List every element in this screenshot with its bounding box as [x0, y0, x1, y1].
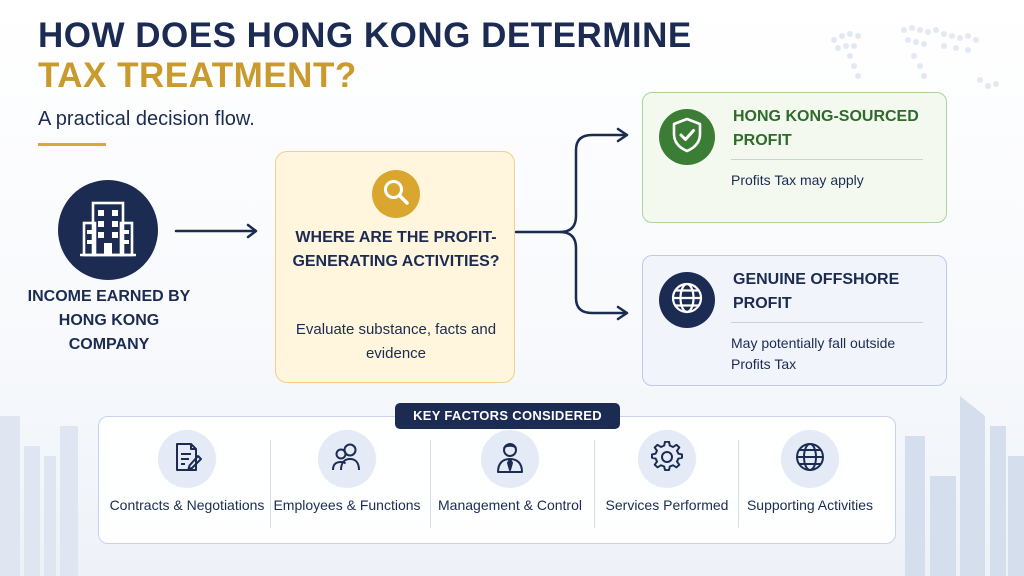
- factor-label: Employees & Functions: [273, 497, 421, 513]
- key-factors-heading: KEY FACTORS CONSIDERED: [395, 403, 620, 429]
- outcome-hk-sourced: HONG KONG-SOURCED PROFIT Profits Tax may…: [642, 92, 947, 223]
- outcome-title: GENUINE OFFSHORE PROFIT: [733, 271, 900, 312]
- factor-separator: [270, 440, 271, 528]
- contract-pen-icon: [171, 441, 203, 478]
- factor-separator: [594, 440, 595, 528]
- outcome-description: Profits Tax may apply: [731, 172, 864, 188]
- manager-icon: [494, 440, 526, 479]
- people-icon: [330, 441, 364, 478]
- world-map-decoration: [831, 25, 999, 89]
- decision-question: WHERE ARE THE PROFIT-GENERATING ACTIVITI…: [292, 229, 500, 270]
- page-subtitle: A practical decision flow.: [38, 108, 255, 130]
- factor-label: Management & Control: [438, 497, 582, 513]
- factor-services: Services Performed: [587, 430, 747, 515]
- factor-icon-badge: [481, 430, 539, 488]
- branch-trunk: [514, 133, 626, 234]
- arrowhead-bottom: [616, 305, 629, 321]
- factor-label: Contracts & Negotiations: [109, 497, 265, 513]
- factor-management: Management & Control: [430, 430, 590, 515]
- outcome-title: HONG KONG-SOURCED PROFIT: [733, 108, 919, 149]
- factor-supporting: Supporting Activities: [730, 430, 890, 515]
- factor-employees: Employees & Functions: [267, 430, 427, 515]
- city-skyline-decoration: [0, 396, 1024, 576]
- outcome-divider: [731, 159, 923, 160]
- outcome-divider: [731, 322, 923, 323]
- magnifier-icon: [381, 177, 411, 212]
- decision-node: WHERE ARE THE PROFIT-GENERATING ACTIVITI…: [275, 151, 515, 383]
- outcome-offshore: GENUINE OFFSHORE PROFIT May potentially …: [642, 255, 947, 386]
- page-title: HOW DOES HONG KONG DETERMINE TAX TREATME…: [38, 16, 692, 96]
- office-building-icon: [80, 197, 136, 264]
- gear-icon: [651, 440, 683, 478]
- factor-label: Supporting Activities: [746, 497, 874, 513]
- decision-description: Evaluate substance, facts and evidence: [295, 321, 497, 362]
- outcome-icon-badge: [659, 272, 715, 328]
- arrowhead-top: [616, 127, 629, 143]
- arrowhead-source: [246, 223, 258, 239]
- income-source-node: [58, 180, 158, 280]
- title-line-1: HOW DOES HONG KONG DETERMINE: [38, 16, 692, 55]
- income-source-label: INCOME EARNED BY HONG KONG COMPANY: [27, 288, 191, 353]
- decision-icon-badge: [372, 170, 420, 218]
- outcome-description: May potentially fall outside Profits Tax: [731, 335, 896, 372]
- factor-icon-badge: [638, 430, 696, 488]
- branch-lower: [558, 230, 626, 315]
- globe-icon: [794, 441, 826, 478]
- factor-separator: [430, 440, 431, 528]
- factor-icon-badge: [318, 430, 376, 488]
- factor-contracts: Contracts & Negotiations: [107, 430, 267, 515]
- factor-separator: [738, 440, 739, 528]
- factor-icon-badge: [158, 430, 216, 488]
- globe-icon: [670, 281, 704, 320]
- shield-check-icon: [671, 117, 703, 158]
- outcome-icon-badge: [659, 109, 715, 165]
- subtitle-underline: [38, 143, 106, 146]
- factor-label: Services Performed: [605, 497, 729, 513]
- title-line-2: TAX TREATMENT?: [38, 56, 357, 95]
- factor-icon-badge: [781, 430, 839, 488]
